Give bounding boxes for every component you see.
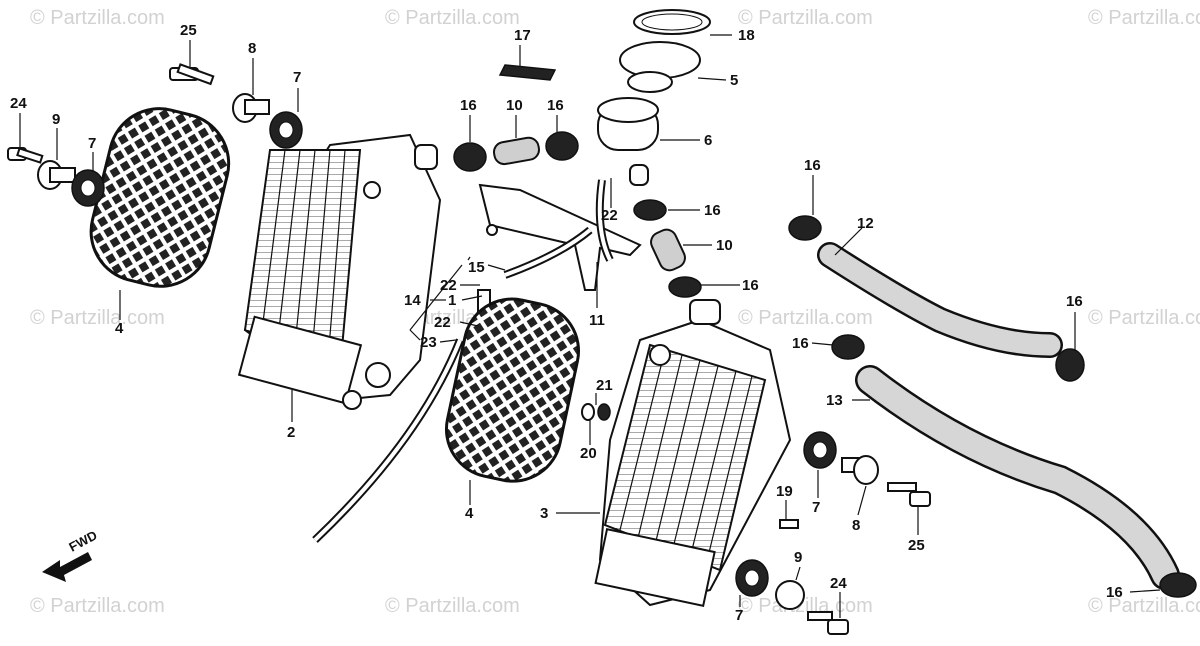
callout-14: 14	[404, 292, 421, 309]
callout-24: 24	[10, 95, 27, 112]
watermark: © Partzilla.com	[738, 307, 873, 329]
callout-3: 3	[540, 505, 548, 522]
callout-17: 17	[514, 27, 531, 44]
right-radiator	[594, 299, 792, 608]
callout-22: 22	[601, 207, 618, 224]
callout-16: 16	[742, 277, 759, 294]
callout-18: 18	[738, 27, 755, 44]
watermark: © Partzilla.com	[1088, 307, 1200, 329]
callout-10: 10	[506, 97, 523, 114]
mounting-hardware-right	[581, 403, 931, 635]
forward-direction-indicator: FWD	[42, 528, 100, 582]
watermark: © Partzilla.com	[738, 595, 873, 617]
callout-6: 6	[704, 132, 712, 149]
overflow-tube	[312, 179, 614, 543]
callout-9: 9	[794, 549, 802, 566]
fwd-label: FWD	[66, 528, 99, 555]
callout-12: 12	[857, 215, 874, 232]
callout-8: 8	[248, 40, 256, 57]
callout-7: 7	[812, 499, 820, 516]
callout-13: 13	[826, 392, 843, 409]
callout-24: 24	[830, 575, 847, 592]
leader-lines	[19, 34, 1161, 618]
watermark: © Partzilla.com	[30, 307, 165, 329]
left-radiator-grille	[89, 107, 231, 288]
callout-16: 16	[704, 202, 721, 219]
callout-10: 10	[716, 237, 733, 254]
callout-4: 4	[465, 505, 474, 522]
watermark: © Partzilla.com	[1088, 7, 1200, 29]
callout-7: 7	[293, 69, 301, 86]
watermark: © Partzilla.com	[385, 7, 520, 29]
right-radiator-grille	[444, 297, 581, 483]
watermark: © Partzilla.com	[385, 595, 520, 617]
callout-16: 16	[792, 335, 809, 352]
left-radiator	[237, 133, 442, 410]
watermark: © Partzilla.com	[30, 7, 165, 29]
callout-25: 25	[180, 22, 197, 39]
watermarks: © Partzilla.com © Partzilla.com © Partzi…	[30, 7, 1200, 617]
callout-19: 19	[776, 483, 793, 500]
radiator-hoses	[788, 215, 1197, 598]
callout-8: 8	[852, 517, 860, 534]
callout-numbers: 25 8 7 24 9 7 4 2 17 18 5 6 16 10 16 22 …	[10, 22, 1123, 624]
callout-16: 16	[547, 97, 564, 114]
callout-16: 16	[1066, 293, 1083, 310]
callout-9: 9	[52, 111, 60, 128]
upper-hose-and-filler-assembly	[453, 9, 711, 298]
callout-20: 20	[580, 445, 597, 462]
callout-7: 7	[735, 607, 743, 624]
watermark: © Partzilla.com	[738, 7, 873, 29]
callout-21: 21	[596, 377, 613, 394]
watermark: © Partzilla.com	[30, 595, 165, 617]
callout-7: 7	[88, 135, 96, 152]
callout-22: 22	[434, 314, 451, 331]
callout-16: 16	[1106, 584, 1123, 601]
callout-4: 4	[115, 320, 124, 337]
callout-5: 5	[730, 72, 738, 89]
callout-11: 11	[589, 312, 605, 329]
radiator-bracket	[478, 183, 642, 291]
callout-15: 15	[468, 259, 485, 276]
callout-1: 1	[448, 292, 456, 309]
callout-23: 23	[420, 334, 437, 351]
callout-16: 16	[460, 97, 477, 114]
callout-22: 22	[440, 277, 457, 294]
callout-25: 25	[908, 537, 925, 554]
watermark: © Partzilla.com	[1088, 595, 1200, 617]
callout-2: 2	[287, 424, 295, 441]
mounting-hardware-top-left	[7, 63, 303, 207]
callout-16: 16	[804, 157, 821, 174]
